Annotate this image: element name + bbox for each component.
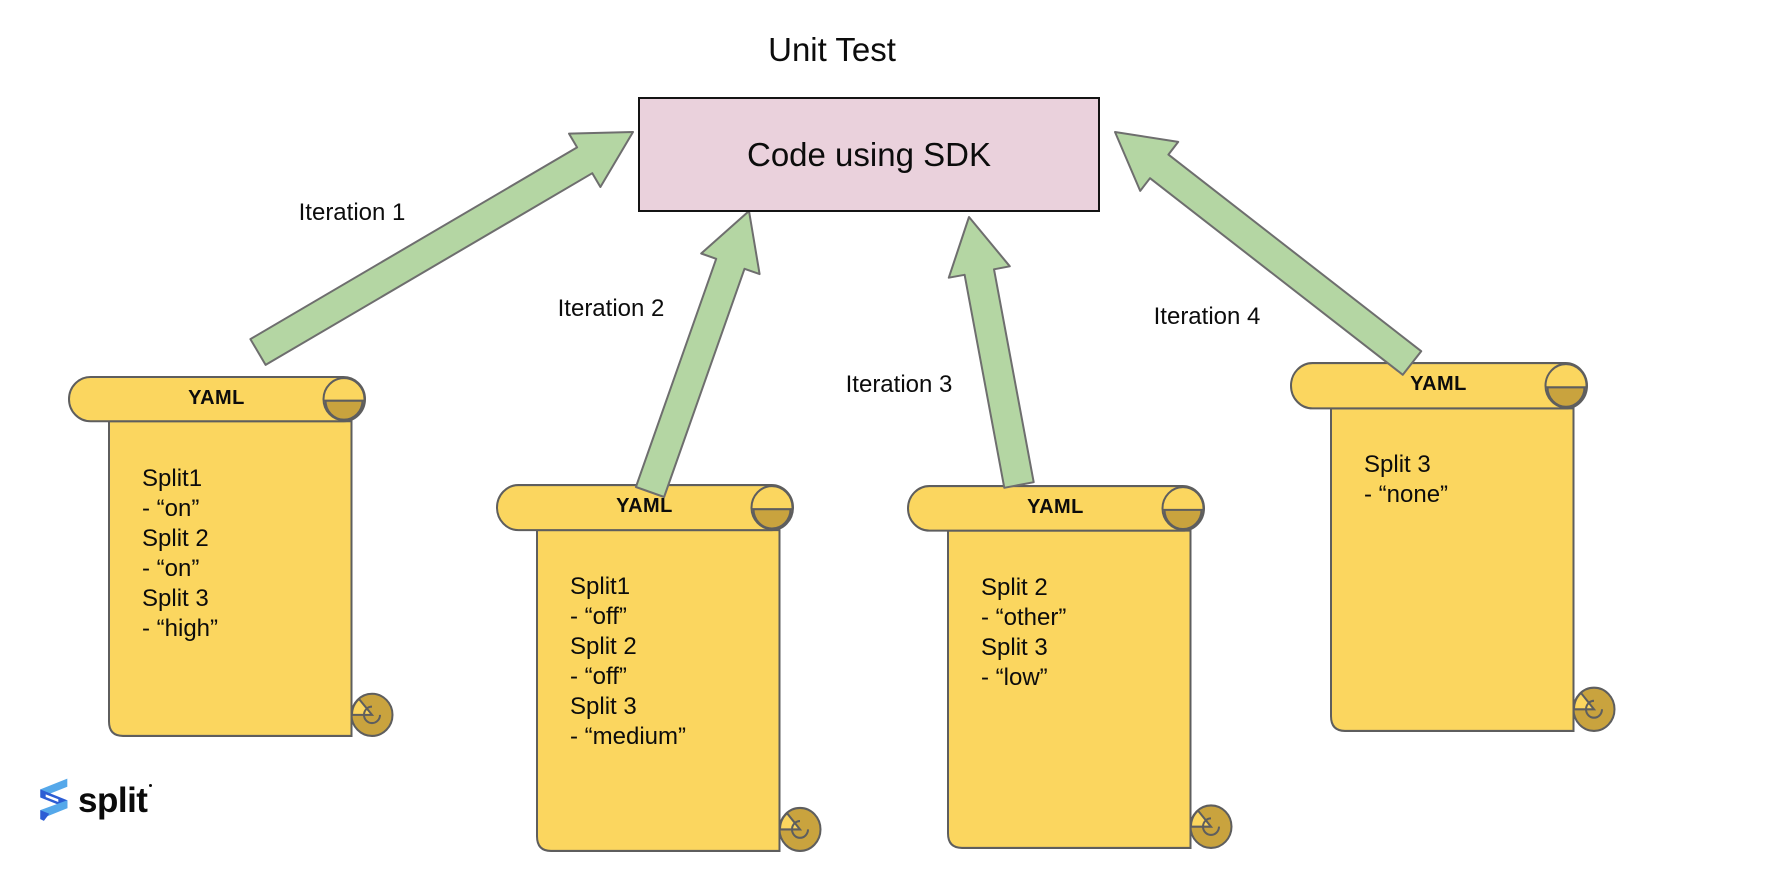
yaml-scroll-4: YAML Split 3 - “none” — [1290, 362, 1620, 733]
iteration-1-label: Iteration 1 — [298, 199, 406, 226]
iteration-3-arrow — [947, 216, 1035, 489]
yaml-scroll-1-content: Split1 - “on” Split 2 - “on” Split 3 - “… — [142, 465, 219, 642]
iteration-2-arrow — [634, 210, 761, 498]
yaml-scroll-1-header: YAML — [188, 387, 245, 409]
iteration-1-arrow — [249, 131, 634, 366]
iteration-4-label: Iteration 4 — [1153, 303, 1261, 330]
trademark-dot — [149, 784, 153, 787]
yaml-scroll-4-content: Split 3 - “none” — [1364, 451, 1449, 508]
iteration-3-label: Iteration 3 — [845, 371, 953, 398]
split-logo-text: split — [78, 781, 153, 821]
yaml-scroll-3-content: Split 2 - “other” Split 3 - “low” — [981, 574, 1067, 691]
iteration-4-arrow — [1114, 131, 1423, 376]
yaml-scroll-4-header: YAML — [1410, 373, 1467, 395]
iteration-2-label: Iteration 2 — [557, 295, 665, 322]
split-logo-icon — [40, 778, 68, 821]
yaml-scroll-2-header: YAML — [616, 495, 673, 517]
yaml-scroll-2: YAML Split1 - “off” Split 2 - “off” Spli… — [496, 484, 826, 853]
yaml-scroll-3: YAML Split 2 - “other” Split 3 - “low” — [907, 485, 1237, 850]
yaml-scroll-1: YAML Split1 - “on” Split 2 - “on” Split … — [68, 376, 398, 738]
code-using-sdk-box: Code using SDK — [638, 97, 1100, 212]
yaml-scroll-2-content: Split1 - “off” Split 2 - “off” Split 3 -… — [570, 573, 687, 750]
yaml-scroll-3-header: YAML — [1027, 496, 1084, 518]
sdk-box-label: Code using SDK — [747, 135, 991, 173]
split-logo: split — [34, 776, 153, 828]
diagram-title: Unit Test — [768, 31, 896, 68]
